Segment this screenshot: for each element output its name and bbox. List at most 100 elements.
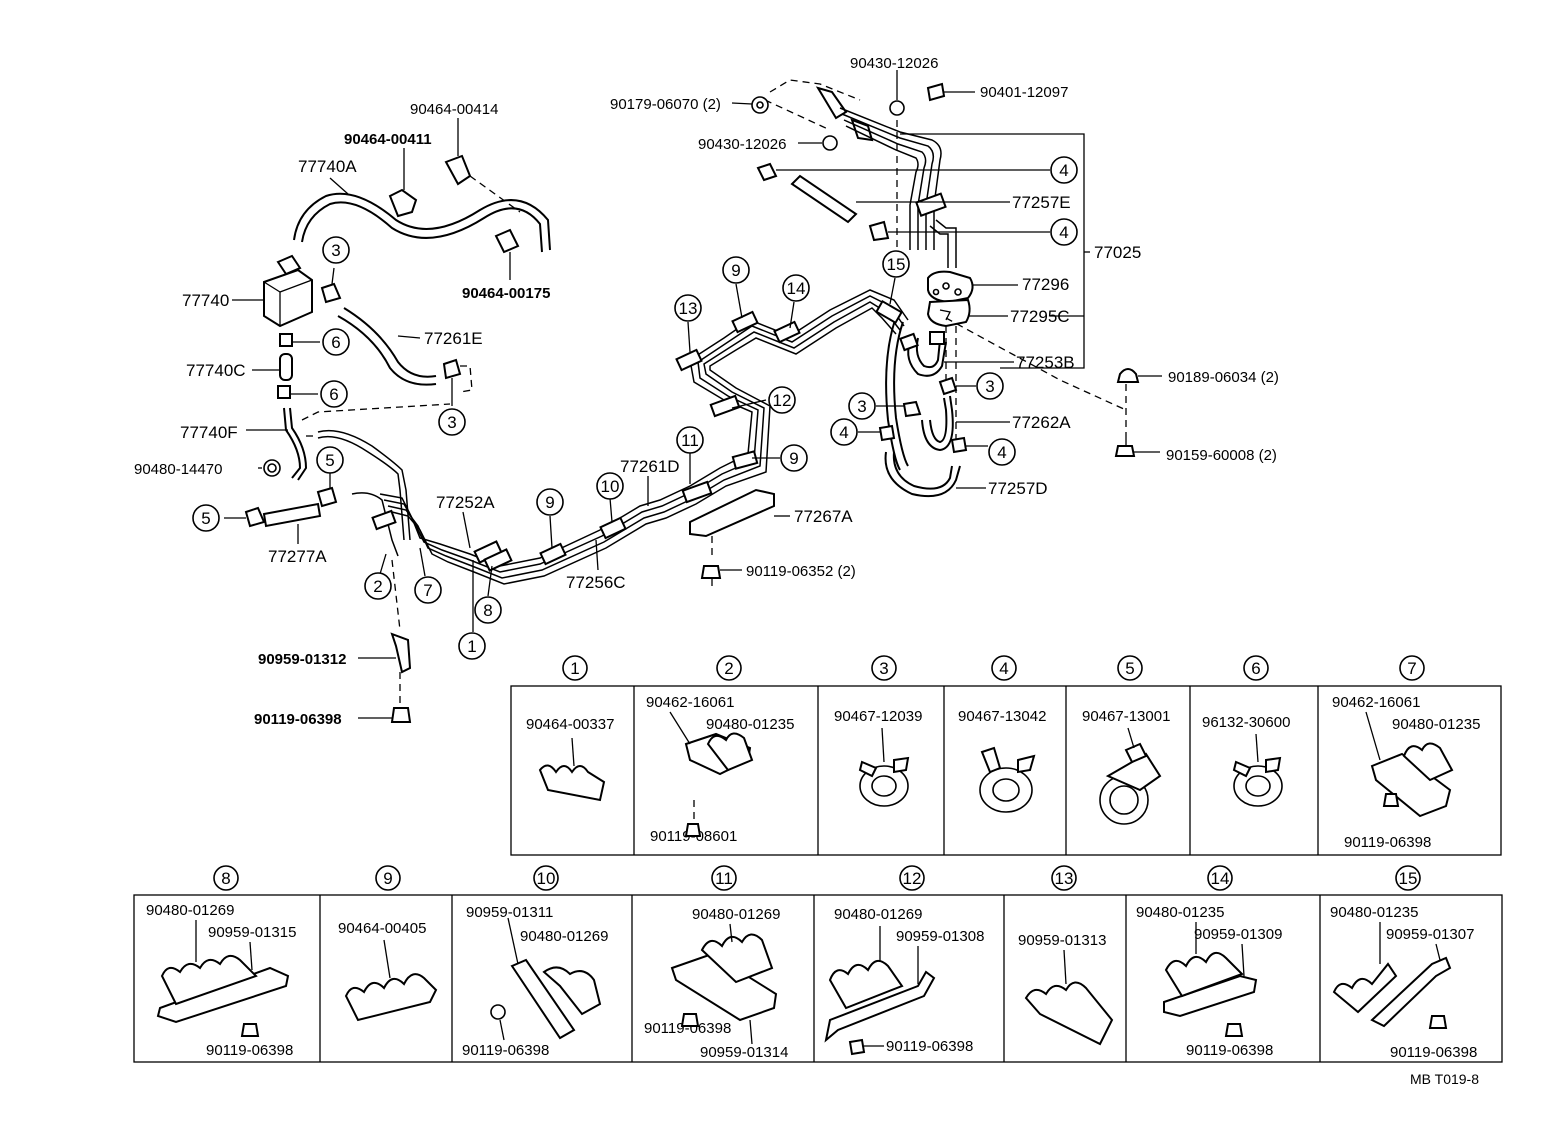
label-90189-06034: 90189-06034 (2) xyxy=(1168,369,1279,386)
legend-7-part-1: 90480-01235 xyxy=(1392,716,1480,733)
legend-5-part-0: 90467-13001 xyxy=(1082,708,1170,725)
label-90464-00411: 90464-00411 xyxy=(344,131,432,148)
label-90119-06398-main: 90119-06398 xyxy=(254,711,342,728)
clamp-drawing-3 xyxy=(858,727,910,807)
label-90959-01312: 90959-01312 xyxy=(258,651,346,668)
svg-text:11: 11 xyxy=(715,869,733,888)
clip-drawing-7 xyxy=(1365,711,1454,818)
label-90480-14470: 90480-14470 xyxy=(134,461,222,478)
svg-text:4: 4 xyxy=(997,443,1006,462)
svg-text:7: 7 xyxy=(423,581,432,600)
legend-header-1: 1 xyxy=(562,655,588,681)
label-90430-12026-top: 90430-12026 xyxy=(850,55,938,72)
label-77267A: 77267A xyxy=(794,507,853,526)
svg-text:5: 5 xyxy=(325,451,334,470)
clamp-drawing-6 xyxy=(1232,733,1283,807)
clip-drawing-15 xyxy=(1332,922,1452,1029)
svg-text:13: 13 xyxy=(679,299,698,318)
svg-text:14: 14 xyxy=(1211,869,1230,888)
label-77295C: 77295C xyxy=(1010,307,1070,326)
callout-5: 5 xyxy=(192,504,220,532)
svg-text:9: 9 xyxy=(789,449,798,468)
svg-text:2: 2 xyxy=(724,659,733,678)
callout-markers: 3 6 6 3 5 5 2 7 8 1 9 10 11 9 12 13 9 14… xyxy=(192,156,1078,660)
legend-header-2: 2 xyxy=(716,655,742,681)
clip-drawing-11 xyxy=(670,923,778,1045)
callout-15: 15 xyxy=(882,250,910,278)
label-77262A: 77262A xyxy=(1012,413,1071,432)
clip-drawing-1 xyxy=(538,737,606,802)
legend-13-part-0: 90959-01313 xyxy=(1018,932,1106,949)
legend-header-15: 15 xyxy=(1395,865,1421,891)
legend-table-bottom: 8 9 10 11 12 13 14 15 90480-01269 90959-… xyxy=(133,865,1503,1063)
label-77740A: 77740A xyxy=(298,157,357,176)
callout-4: 4 xyxy=(830,418,858,446)
label-77296: 77296 xyxy=(1022,275,1069,294)
label-77740F: 77740F xyxy=(180,423,238,442)
label-90464-00175: 90464-00175 xyxy=(462,285,550,302)
svg-text:2: 2 xyxy=(373,577,382,596)
svg-text:8: 8 xyxy=(483,601,492,620)
svg-text:9: 9 xyxy=(383,869,392,888)
legend-2-part-0: 90462-16061 xyxy=(646,694,734,711)
callout-12: 12 xyxy=(768,386,796,414)
clamp-drawing-5 xyxy=(1099,727,1162,825)
callout-4: 4 xyxy=(1050,218,1078,246)
callout-9: 9 xyxy=(536,488,564,516)
legend-8-part-0: 90480-01269 xyxy=(146,902,234,919)
label-90401-12097: 90401-12097 xyxy=(980,84,1068,101)
legend-10-part-1: 90480-01269 xyxy=(520,928,608,945)
legend-14-part-0: 90480-01235 xyxy=(1136,904,1224,921)
legend-8-part-1: 90959-01315 xyxy=(208,924,296,941)
legend-header-4: 4 xyxy=(991,655,1017,681)
callout-5: 5 xyxy=(316,446,344,474)
legend-7-part-0: 90462-16061 xyxy=(1332,694,1420,711)
svg-text:3: 3 xyxy=(879,659,888,678)
legend-10-part-0: 90959-01311 xyxy=(466,904,553,921)
clip-drawing-8 xyxy=(156,920,290,1037)
svg-text:14: 14 xyxy=(787,279,806,298)
brake-tube-run xyxy=(317,277,909,723)
callout-10: 10 xyxy=(596,472,624,500)
svg-text:9: 9 xyxy=(545,493,554,512)
clamp-drawing-4 xyxy=(979,746,1036,813)
clip-drawing-9 xyxy=(344,939,438,1022)
legend-12-part-2: 90119-06398 xyxy=(886,1038,973,1055)
callout-3: 3 xyxy=(322,236,350,264)
legend-1-part-0: 90464-00337 xyxy=(526,716,614,733)
legend-12-part-0: 90480-01269 xyxy=(834,906,922,923)
callout-3: 3 xyxy=(848,392,876,420)
label-90430-12026-mid: 90430-12026 xyxy=(698,136,786,153)
callout-1: 1 xyxy=(458,632,486,660)
svg-text:5: 5 xyxy=(201,509,210,528)
callout-4: 4 xyxy=(988,438,1016,466)
svg-text:4: 4 xyxy=(1059,161,1068,180)
label-77261D: 77261D xyxy=(620,457,680,476)
svg-text:15: 15 xyxy=(887,255,906,274)
legend-9-part-0: 90464-00405 xyxy=(338,920,426,937)
legend-11-part-2: 90959-01314 xyxy=(700,1044,788,1061)
legend-header-5: 5 xyxy=(1117,655,1143,681)
legend-header-3: 3 xyxy=(871,655,897,681)
fuel-line-bracket-assembly xyxy=(731,70,1162,498)
label-77277A: 77277A xyxy=(268,547,327,566)
callout-6: 6 xyxy=(322,328,350,356)
svg-text:11: 11 xyxy=(681,431,699,450)
label-90119-06352: 90119-06352 (2) xyxy=(746,563,856,580)
callout-3: 3 xyxy=(438,408,466,436)
callout-8: 8 xyxy=(474,596,502,624)
svg-text:3: 3 xyxy=(857,397,866,416)
legend-header-12: 12 xyxy=(899,865,925,891)
legend-3-part-0: 90467-12039 xyxy=(834,708,922,725)
svg-text:12: 12 xyxy=(773,391,792,410)
svg-text:5: 5 xyxy=(1125,659,1134,678)
legend-11-part-1: 90119-06398 xyxy=(644,1020,731,1037)
svg-text:10: 10 xyxy=(537,869,556,888)
label-77256C: 77256C xyxy=(566,573,626,592)
legend-header-7: 7 xyxy=(1399,655,1425,681)
legend-4-part-0: 90467-13042 xyxy=(958,708,1046,725)
svg-text:10: 10 xyxy=(601,477,620,496)
svg-text:3: 3 xyxy=(985,377,994,396)
svg-text:15: 15 xyxy=(1399,869,1418,888)
legend-6-part-0: 96132-30600 xyxy=(1202,714,1290,731)
